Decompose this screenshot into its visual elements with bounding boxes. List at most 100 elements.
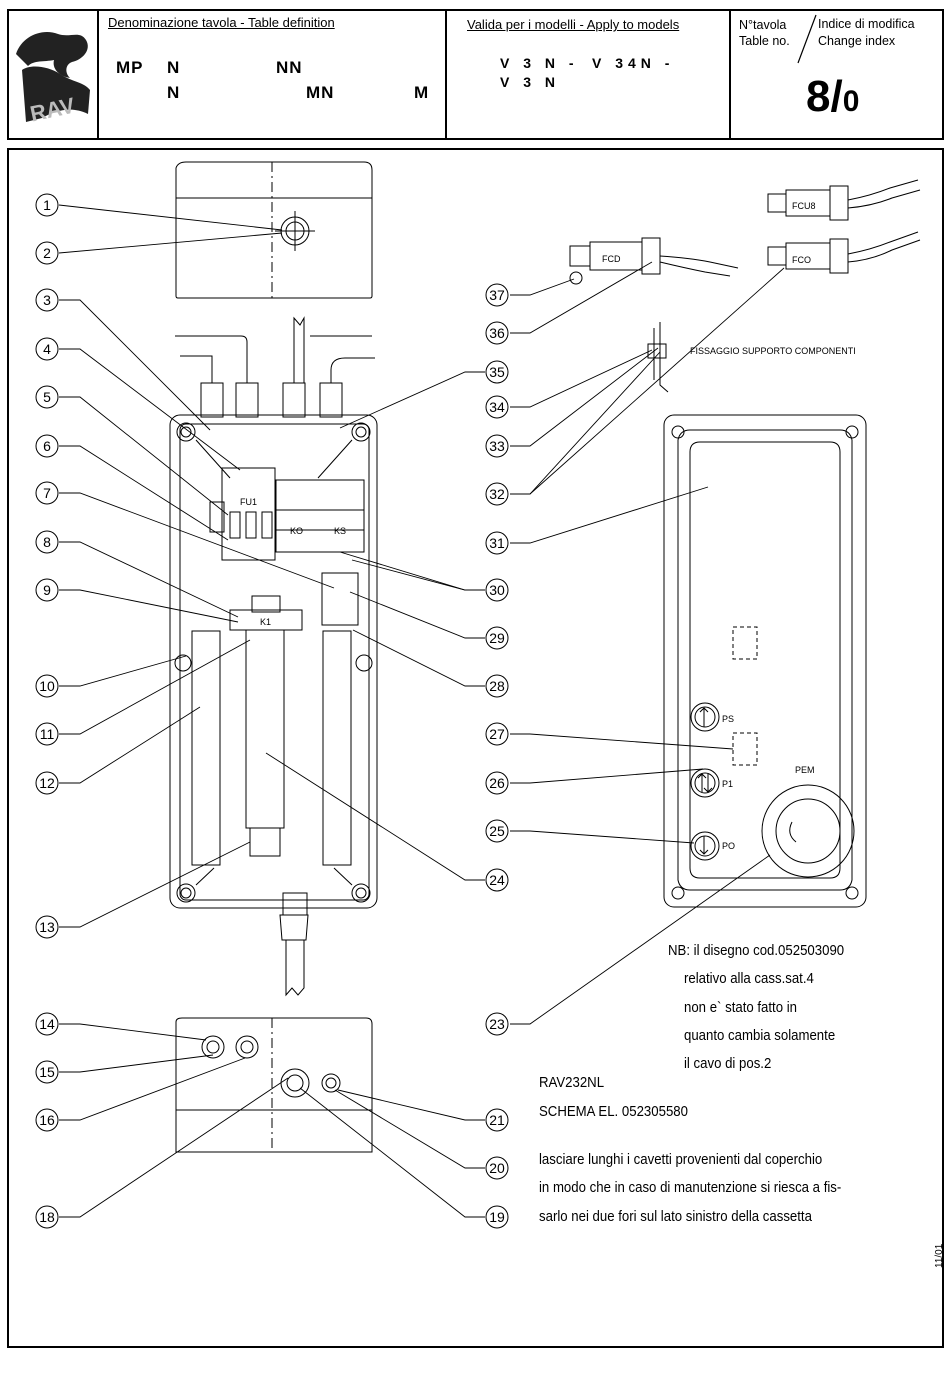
- callout-35: 35: [485, 360, 509, 384]
- callout-34: 34: [485, 395, 509, 419]
- callout-11-label: 11: [40, 726, 55, 742]
- callout-3: 3: [35, 288, 59, 312]
- callout-15-label: 15: [39, 1064, 55, 1080]
- note-nb-line-5: il cavo di pos.2: [684, 1055, 772, 1072]
- leader-lines: [58, 204, 785, 1218]
- callout-21-label: 21: [489, 1112, 505, 1128]
- main-enclosure: [169, 316, 378, 997]
- callout-24: 24: [485, 868, 509, 892]
- apply-label: Valida per i modelli - Apply to models: [467, 17, 680, 32]
- callout-20: 20: [485, 1156, 509, 1180]
- callout-12-label: 12: [39, 775, 55, 791]
- callout-5: 5: [35, 385, 59, 409]
- callout-4-label: 4: [43, 341, 51, 357]
- callout-21: 21: [485, 1108, 509, 1132]
- callout-11: 11: [35, 722, 59, 746]
- callout-30: 30: [485, 578, 509, 602]
- callout-34-label: 34: [489, 399, 505, 415]
- model-m: M: [414, 83, 430, 102]
- callout-32: 32: [485, 482, 509, 506]
- cover-panel: [663, 414, 867, 908]
- apply-model-2: V 34N -: [592, 55, 675, 71]
- callout-3-label: 3: [43, 292, 51, 308]
- callout-30-label: 30: [489, 582, 505, 598]
- label-p1: P1: [722, 779, 733, 789]
- model-mn: MN: [306, 83, 335, 102]
- callout-10: 10: [35, 674, 59, 698]
- callout-19: 19: [485, 1205, 509, 1229]
- callout-23: 23: [485, 1012, 509, 1036]
- change-index-label-en: Change index: [818, 34, 896, 48]
- model-n2: N: [167, 83, 181, 102]
- label-po: PO: [722, 841, 735, 851]
- callout-33-label: 33: [489, 438, 505, 454]
- reference-model: RAV232NL: [539, 1074, 605, 1091]
- callout-31-label: 31: [489, 535, 505, 551]
- change-index: 0: [842, 85, 860, 118]
- callout-bubbles: 1 2 3 4 5 6 7 8 9 10 11 12 13 14 15 16 1…: [35, 193, 509, 1229]
- apply-model-1: V 3 N -: [500, 55, 579, 71]
- callout-19-label: 19: [489, 1209, 505, 1225]
- label-ks: KS: [334, 526, 346, 536]
- note-nb-line-3: non e` stato fatto in: [684, 999, 798, 1016]
- callout-13-label: 13: [39, 919, 55, 935]
- callout-31: 31: [485, 531, 509, 555]
- label-ps: PS: [722, 714, 734, 724]
- callout-33: 33: [485, 434, 509, 458]
- apply-model-3: V 3 N: [500, 74, 561, 90]
- callout-37-label: 37: [489, 287, 505, 303]
- callout-16-label: 16: [39, 1112, 55, 1128]
- sheet-no-label-it: N°tavola: [739, 18, 787, 32]
- callout-36-label: 36: [489, 325, 505, 341]
- sheet-no-label-en: Table no.: [739, 34, 790, 48]
- callout-8: 8: [35, 530, 59, 554]
- callout-6: 6: [35, 434, 59, 458]
- callout-14-label: 14: [39, 1016, 55, 1032]
- instruction-line-3: sarlo nei due fori sul lato sinistro del…: [539, 1208, 812, 1225]
- callout-9-label: 9: [43, 582, 51, 598]
- lid-top-view: [175, 161, 373, 299]
- title-block: [7, 9, 944, 140]
- change-index-label-it: Indice di modifica: [818, 17, 915, 31]
- callout-8-label: 8: [43, 534, 51, 550]
- label-fcd: FCD: [602, 254, 621, 264]
- label-ko: KO: [290, 526, 303, 536]
- note-nb-line-4: quanto cambia solamente: [684, 1027, 836, 1044]
- callout-5-label: 5: [43, 389, 51, 405]
- callout-13: 13: [35, 915, 59, 939]
- callout-6-label: 6: [43, 438, 51, 454]
- callout-7-label: 7: [43, 485, 51, 501]
- limit-switches: [569, 179, 921, 393]
- label-fco: FCO: [792, 255, 811, 265]
- callout-1-label: 1: [43, 197, 51, 213]
- callout-25: 25: [485, 819, 509, 843]
- callout-14: 14: [35, 1012, 59, 1036]
- callout-4: 4: [35, 337, 59, 361]
- callout-1: 1: [35, 193, 59, 217]
- model-nn: NN: [276, 58, 303, 77]
- drawing-frame: [7, 148, 944, 1348]
- callout-27-label: 27: [489, 726, 505, 742]
- callout-7: 7: [35, 481, 59, 505]
- instruction-line-1: lasciare lunghi i cavetti provenienti da…: [539, 1151, 823, 1168]
- callout-37: 37: [485, 283, 509, 307]
- enclosure-bottom-view: [175, 1017, 373, 1153]
- callout-18-label: 18: [39, 1209, 55, 1225]
- callout-12: 12: [35, 771, 59, 795]
- callout-23-label: 23: [489, 1016, 505, 1032]
- callout-16: 16: [35, 1108, 59, 1132]
- model-n1: N: [167, 58, 181, 77]
- label-fcu8: FCU8: [792, 201, 816, 211]
- callout-20-label: 20: [489, 1160, 505, 1176]
- callout-2-label: 2: [43, 245, 51, 261]
- note-nb-line-2: relativo alla cass.sat.4: [684, 970, 814, 987]
- callout-24-label: 24: [489, 872, 505, 888]
- label-fixing: FISSAGGIO SUPPORTO COMPONENTI: [690, 346, 856, 356]
- callout-2: 2: [35, 241, 59, 265]
- reference-schema: SCHEMA EL. 052305580: [539, 1103, 688, 1120]
- callout-26: 26: [485, 771, 509, 795]
- callout-28-label: 28: [489, 678, 505, 694]
- note-nb-line-1: NB: il disegno cod.052503090: [668, 942, 845, 959]
- callout-15: 15: [35, 1060, 59, 1084]
